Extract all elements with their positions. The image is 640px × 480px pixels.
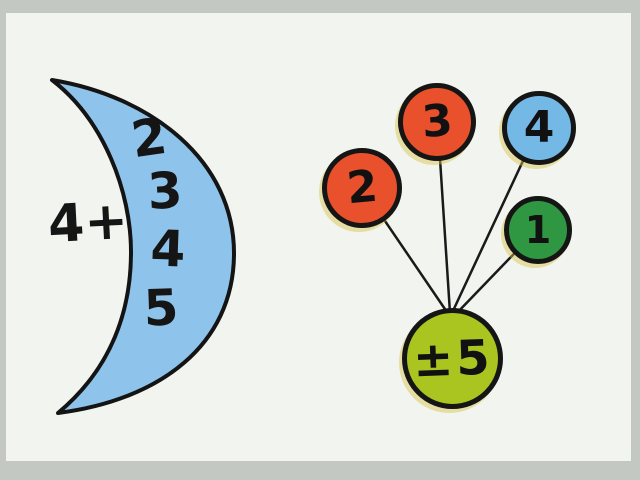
balloon-2: 2 [322, 148, 402, 228]
crescent-number: 3 [146, 161, 184, 221]
balloon-label: 1 [524, 208, 552, 252]
balloon-4: 4 [502, 91, 576, 165]
sum-balloon-label: ±5 [411, 329, 494, 388]
crescent-number: 5 [142, 278, 180, 338]
sum-balloon: ±5 [402, 308, 503, 409]
balloon-1: 1 [504, 196, 572, 264]
balloon-label: 2 [344, 160, 380, 215]
crescent-number: 4 [149, 219, 187, 279]
crescent-shape [50, 78, 237, 415]
balloon-label: 3 [419, 94, 455, 149]
crescent-number: 2 [127, 106, 171, 170]
crescent-prefix-label: 4+ [46, 190, 130, 256]
balloon-3: 3 [398, 83, 476, 161]
balloon-string [450, 131, 538, 315]
balloon-label: 4 [523, 102, 555, 153]
